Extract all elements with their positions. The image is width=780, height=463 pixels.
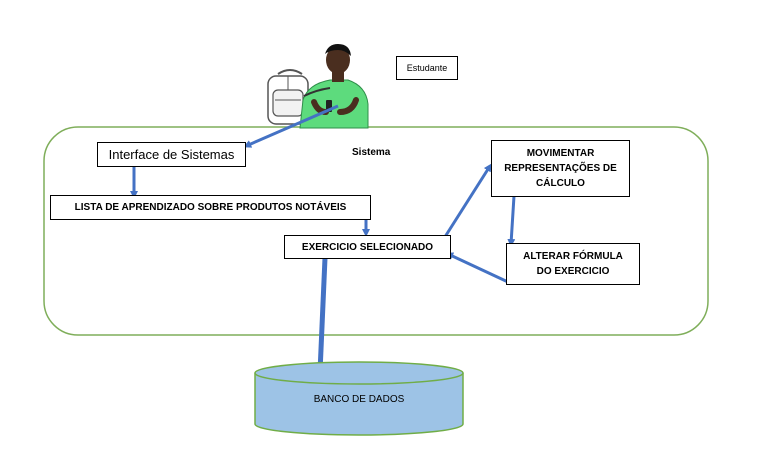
node-exercicio: EXERCICIO SELECIONADO <box>284 235 451 259</box>
student-illustration <box>267 44 369 129</box>
database-cylinder <box>254 361 464 436</box>
node-movimentar: MOVIMENTAR REPRESENTAÇÕES DE CÁLCULO <box>491 140 630 197</box>
arrow-student-to-interface <box>243 104 339 148</box>
node-alterar: ALTERAR FÓRMULA DO EXERCICIO <box>506 243 640 285</box>
arrow-movimentar-to-alterar <box>507 195 516 247</box>
student-label: Estudante <box>396 56 458 80</box>
node-interface: Interface de Sistemas <box>97 142 246 167</box>
arrow-exercicio-to-movimentar <box>441 163 492 241</box>
system-label: Sistema <box>352 147 391 158</box>
node-lista: LISTA DE APRENDIZADO SOBRE PRODUTOS NOTÁ… <box>50 195 371 220</box>
system-boundary <box>43 126 709 336</box>
arrow-alterar-to-exercicio <box>445 252 509 284</box>
database-label: BANCO DE DADOS <box>313 394 405 405</box>
connector-exercicio-banco <box>317 257 328 373</box>
